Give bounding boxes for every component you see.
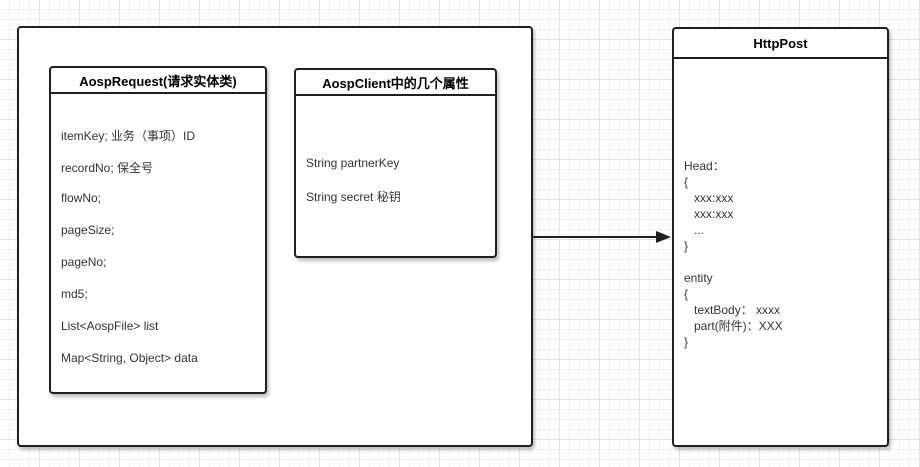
http-line-head-ellipsis: ...: [684, 223, 705, 237]
http-line-entity-close: }: [684, 335, 689, 349]
field-page-no: pageNo;: [61, 255, 107, 269]
aosp-request-box[interactable]: AospRequest(请求实体类) itemKey; 业务（事项）ID rec…: [49, 66, 267, 394]
http-line-part: part(附件)：XXX: [684, 319, 783, 333]
http-line-head-open: {: [684, 175, 689, 189]
aosp-client-box[interactable]: AospClient中的几个属性 String partnerKey Strin…: [294, 68, 497, 258]
http-line-head-close: }: [684, 239, 689, 253]
field-file-list: List<AospFile> list: [61, 319, 159, 333]
field-md5: md5;: [61, 287, 88, 301]
aosp-client-title: AospClient中的几个属性: [296, 70, 495, 96]
field-secret: String secret 秘钥: [306, 190, 401, 204]
http-line-head-1: xxx:xxx: [684, 191, 734, 205]
aosp-request-title: AospRequest(请求实体类): [51, 68, 265, 94]
httppost-title: HttpPost: [674, 29, 887, 59]
http-line-head: Head：: [684, 159, 725, 173]
http-line-entity-open: {: [684, 287, 689, 301]
http-line-entity: entity: [684, 271, 713, 285]
arrow-head-icon: [656, 231, 671, 243]
http-line-head-2: xxx:xxx: [684, 207, 734, 221]
field-data-map: Map<String, Object> data: [61, 351, 198, 365]
field-item-key: itemKey; 业务（事项）ID: [61, 129, 196, 143]
field-page-size: pageSize;: [61, 223, 115, 237]
field-flow-no: flowNo;: [61, 191, 102, 205]
field-record-no: recordNo; 保全号: [61, 161, 154, 175]
http-line-text-body: textBody： xxxx: [684, 303, 781, 317]
field-partner-key: String partnerKey: [306, 156, 400, 170]
httppost-box[interactable]: HttpPost Head： { xxx:xxx xxx:xxx ... } e…: [672, 27, 889, 447]
